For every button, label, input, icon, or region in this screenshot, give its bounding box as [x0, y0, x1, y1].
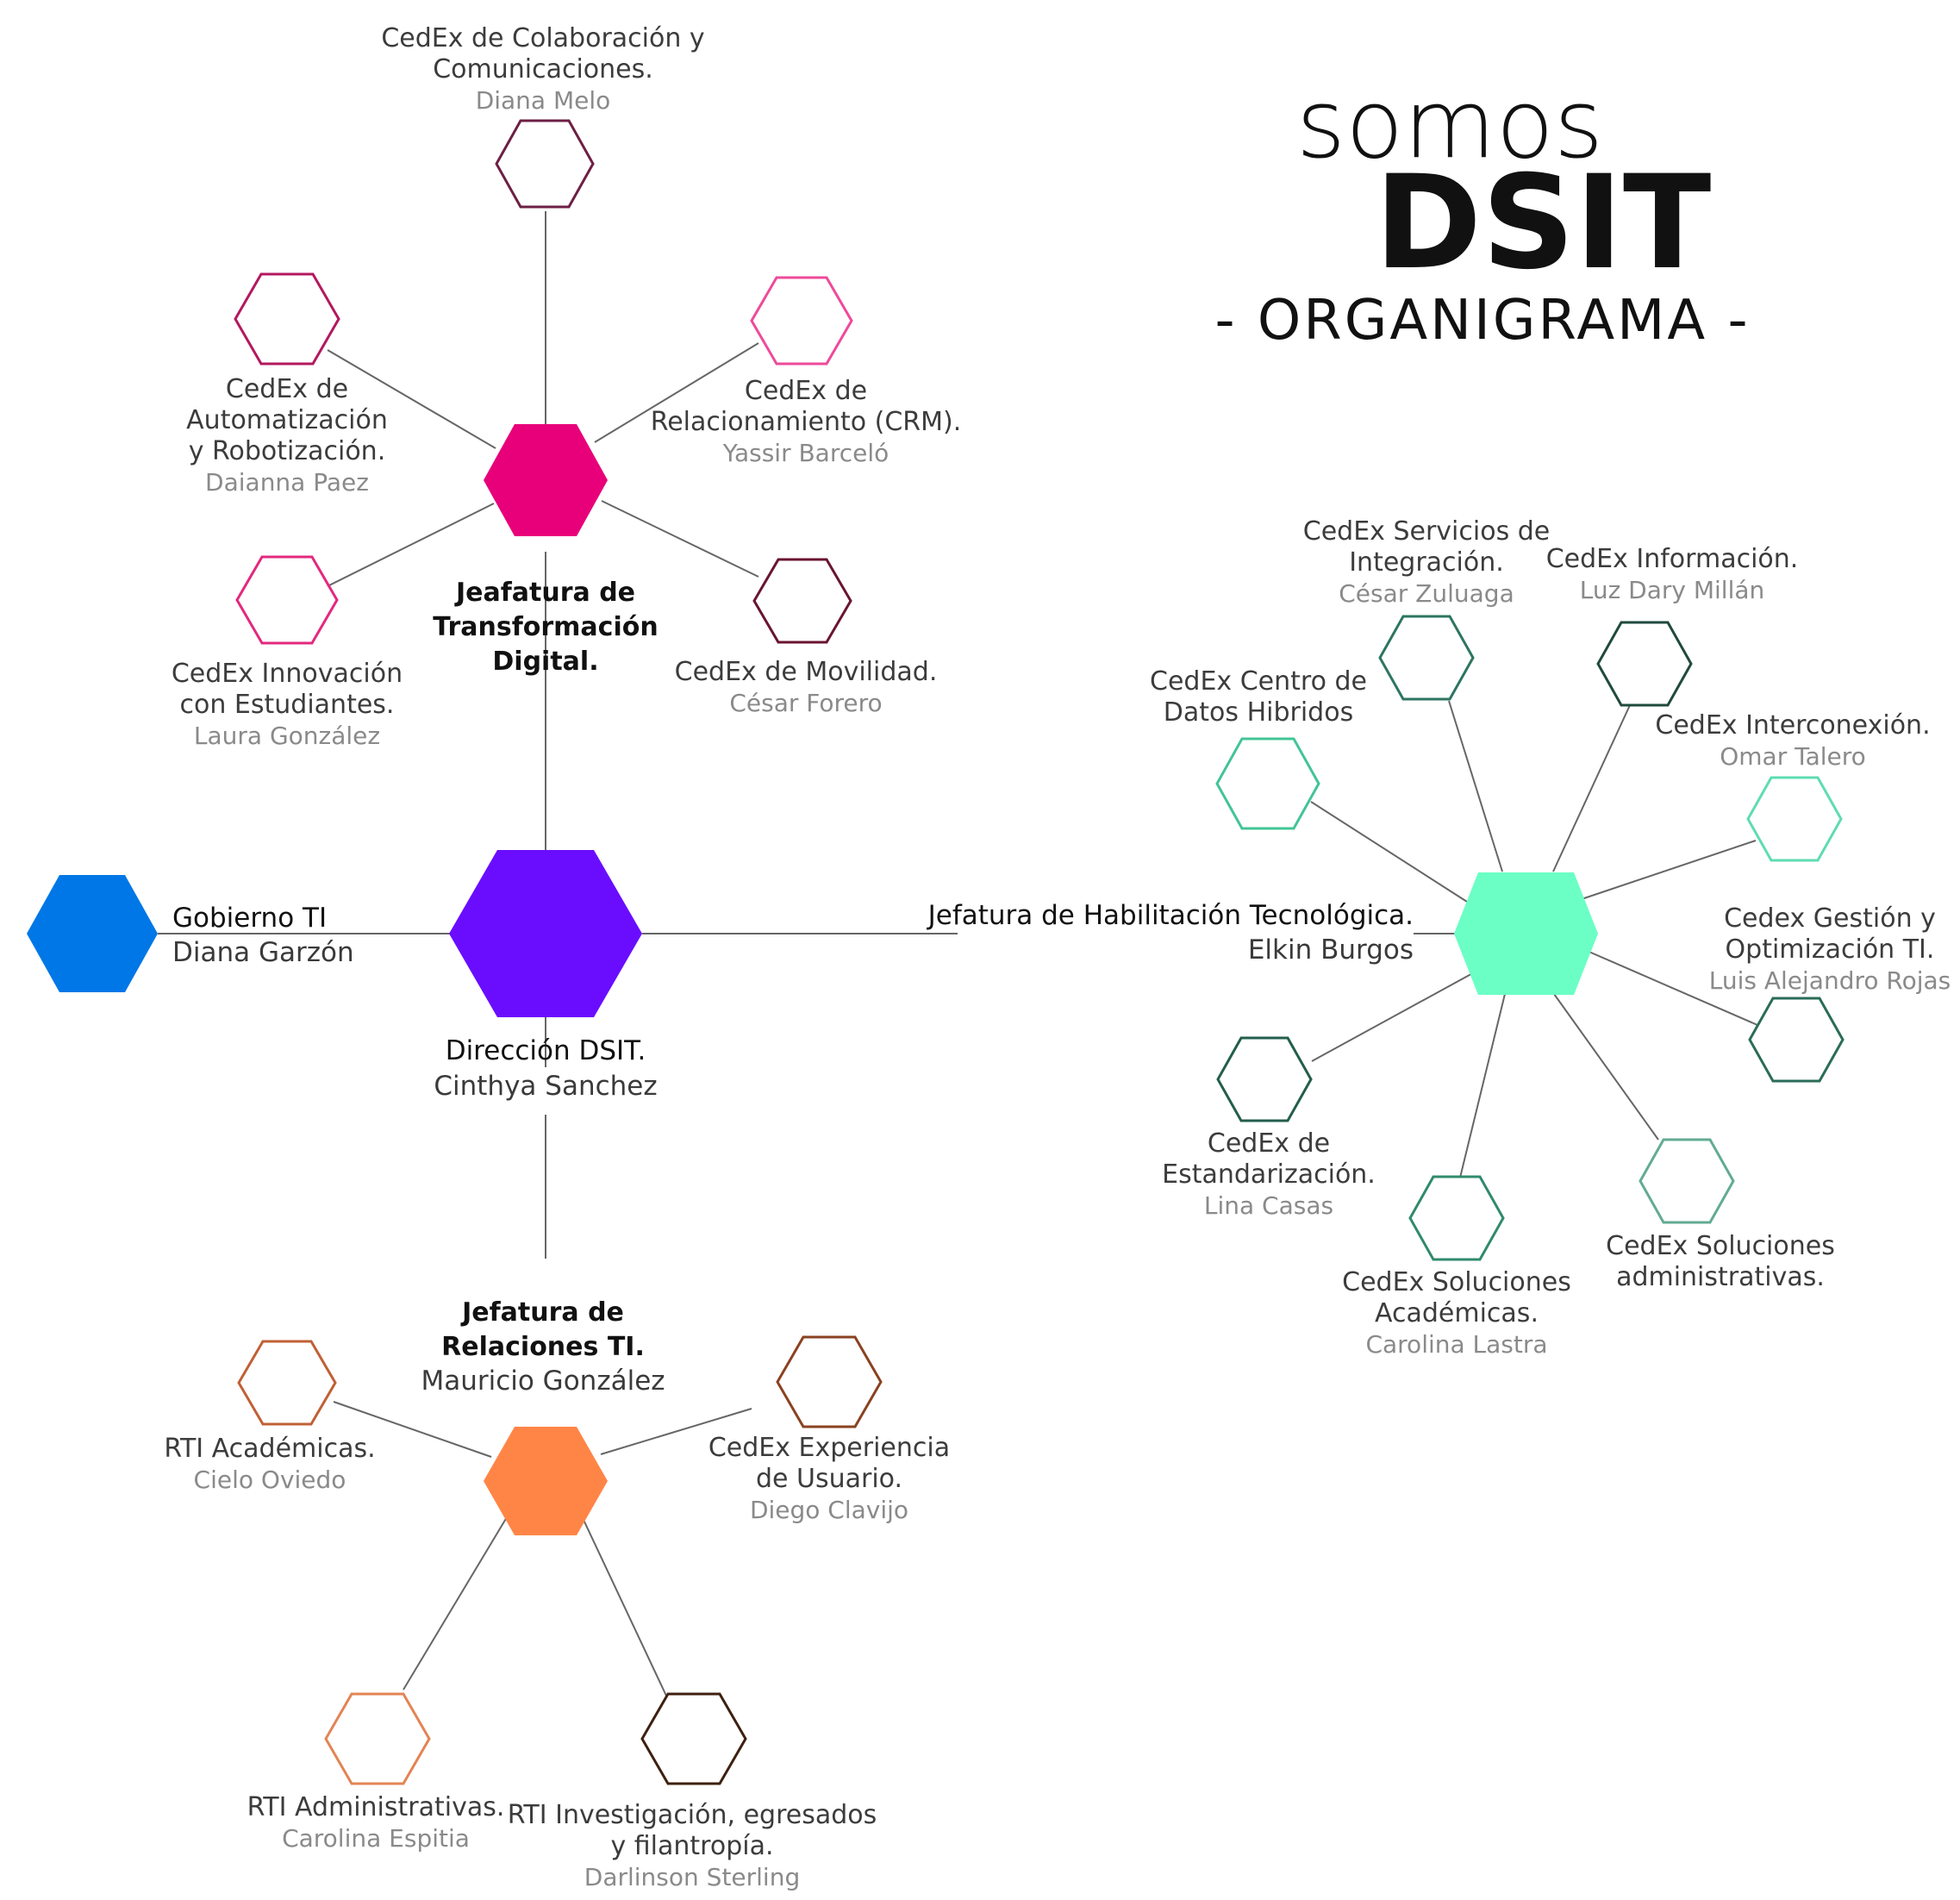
automatizacion-hexagon[interactable]	[234, 272, 340, 366]
movilidad-person: César Forero	[729, 689, 882, 717]
hexagon-nodes	[27, 119, 1845, 1785]
transformacion-title-1: Jeafatura de	[454, 578, 635, 608]
direccion-dsit-hexagon[interactable]	[449, 850, 642, 1017]
academicas-title-1: CedEx Soluciones	[1342, 1267, 1571, 1297]
datos-title-2: Datos Hibridos	[1164, 697, 1353, 728]
soluciones-academicas-hexagon[interactable]	[1408, 1175, 1505, 1261]
gobierno-ti-hexagon[interactable]	[27, 875, 158, 992]
informacion-person: Luz Dary Millán	[1580, 576, 1765, 604]
direccion-person: Cinthya Sanchez	[434, 1071, 657, 1102]
estandarizacion-hexagon[interactable]	[1216, 1036, 1313, 1122]
rti-academicas-person: Cielo Oviedo	[194, 1466, 346, 1494]
rti-administrativas-hexagon[interactable]	[324, 1692, 431, 1785]
rti-investigacion-title-1: RTI Investigación, egresados	[508, 1800, 877, 1830]
transformacion-title-3: Digital.	[492, 647, 598, 677]
header-title: somos DSIT - ORGANIGRAMA -	[1214, 69, 1750, 353]
informacion-hexagon[interactable]	[1596, 621, 1693, 707]
direccion-title: Dirección DSIT.	[446, 1035, 646, 1066]
integracion-person: César Zuluaga	[1339, 579, 1514, 608]
experiencia-person: Diego Clavijo	[750, 1496, 908, 1524]
experiencia-title-2: de Usuario.	[756, 1464, 902, 1494]
colaboracion-person: Diana Melo	[476, 86, 611, 115]
relaciones-title-1: Jefatura de	[460, 1297, 624, 1328]
gestion-person: Luis Alejandro Rojas	[1709, 966, 1951, 995]
gestion-title-1: Cedex Gestión y	[1724, 903, 1936, 934]
gobierno-person: Diana Garzón	[172, 937, 354, 968]
automatizacion-person: Daianna Paez	[205, 468, 369, 497]
integracion-title-2: Integración.	[1349, 547, 1504, 578]
rti-admin-person: Carolina Espitia	[282, 1824, 470, 1853]
datos-title-1: CedEx Centro de	[1150, 666, 1367, 697]
estandarizacion-title-2: Estandarización.	[1162, 1159, 1376, 1190]
header-somos: somos	[1296, 69, 1603, 179]
relaciones-ti-hexagon[interactable]	[484, 1427, 608, 1535]
habilitacion-title: Jefatura de Habilitación Tecnológica.	[927, 900, 1414, 931]
interconexion-hexagon[interactable]	[1746, 776, 1843, 862]
header-organigrama: - ORGANIGRAMA -	[1214, 289, 1750, 353]
interconexion-person: Omar Talero	[1720, 742, 1866, 771]
estandarizacion-title-1: CedEx de	[1208, 1128, 1330, 1159]
header-dsit: DSIT	[1375, 148, 1712, 298]
relaciones-title-2: Relaciones TI.	[441, 1332, 645, 1362]
experiencia-title-1: CedEx Experiencia	[708, 1433, 950, 1463]
rti-investigacion-hexagon[interactable]	[640, 1692, 747, 1785]
automatizacion-title-3: y Robotización.	[189, 436, 386, 466]
integracion-hexagon[interactable]	[1378, 615, 1475, 701]
automatizacion-title-2: Automatización	[186, 405, 388, 435]
estandarizacion-person: Lina Casas	[1204, 1191, 1333, 1220]
crm-hexagon[interactable]	[750, 276, 853, 366]
interconexion-title-1: CedEx Interconexión.	[1655, 710, 1930, 741]
relaciones-person: Mauricio González	[421, 1366, 665, 1397]
transformacion-digital-hexagon[interactable]	[484, 424, 608, 536]
gobierno-title: Gobierno TI	[172, 903, 327, 934]
crm-title-2: Relacionamiento (CRM).	[651, 407, 962, 437]
datos-hibridos-hexagon[interactable]	[1215, 737, 1320, 830]
rti-investigacion-title-2: y filantropía.	[610, 1831, 773, 1861]
soluciones-administrativas-hexagon[interactable]	[1639, 1138, 1735, 1224]
integracion-title-1: CedEx Servicios de	[1303, 516, 1550, 547]
gestion-optimizacion-hexagon[interactable]	[1748, 997, 1845, 1083]
innovacion-hexagon[interactable]	[235, 555, 339, 645]
automatizacion-title-1: CedEx de	[226, 374, 348, 404]
rti-academicas-hexagon[interactable]	[237, 1340, 337, 1426]
administrativas-title-1: CedEx Soluciones	[1606, 1231, 1835, 1261]
rti-investigacion-person: Darlinson Sterling	[584, 1863, 800, 1891]
informacion-title-1: CedEx Información.	[1546, 544, 1799, 574]
crm-person: Yassir Barceló	[722, 439, 889, 467]
transformacion-title-2: Transformación	[433, 612, 658, 642]
administrativas-title-2: administrativas.	[1616, 1262, 1825, 1292]
academicas-title-2: Académicas.	[1375, 1298, 1539, 1328]
innovacion-title-1: CedEx Innovación	[172, 659, 403, 689]
habilitacion-person: Elkin Burgos	[1248, 934, 1414, 966]
colaboracion-title-2: Comunicaciones.	[433, 54, 653, 84]
movilidad-hexagon[interactable]	[752, 558, 852, 644]
innovacion-person: Laura González	[194, 722, 380, 750]
gestion-title-2: Optimización TI.	[1726, 934, 1935, 965]
academicas-person: Carolina Lastra	[1365, 1330, 1547, 1359]
node-labels: Dirección DSIT. Cinthya Sanchez Gobierno…	[164, 23, 1951, 1891]
colaboracion-hexagon[interactable]	[495, 119, 595, 209]
innovacion-title-2: con Estudiantes.	[180, 690, 395, 720]
rti-academicas-title-1: RTI Académicas.	[164, 1434, 375, 1464]
crm-title-1: CedEx de	[745, 376, 867, 406]
experiencia-usuario-hexagon[interactable]	[776, 1335, 883, 1428]
colaboracion-title-1: CedEx de Colaboración y	[381, 23, 704, 53]
movilidad-title-1: CedEx de Movilidad.	[675, 657, 938, 687]
rti-admin-title-1: RTI Administrativas.	[247, 1792, 505, 1822]
connector-lines	[158, 211, 1758, 1697]
habilitacion-tecnologica-hexagon[interactable]	[1454, 872, 1598, 995]
